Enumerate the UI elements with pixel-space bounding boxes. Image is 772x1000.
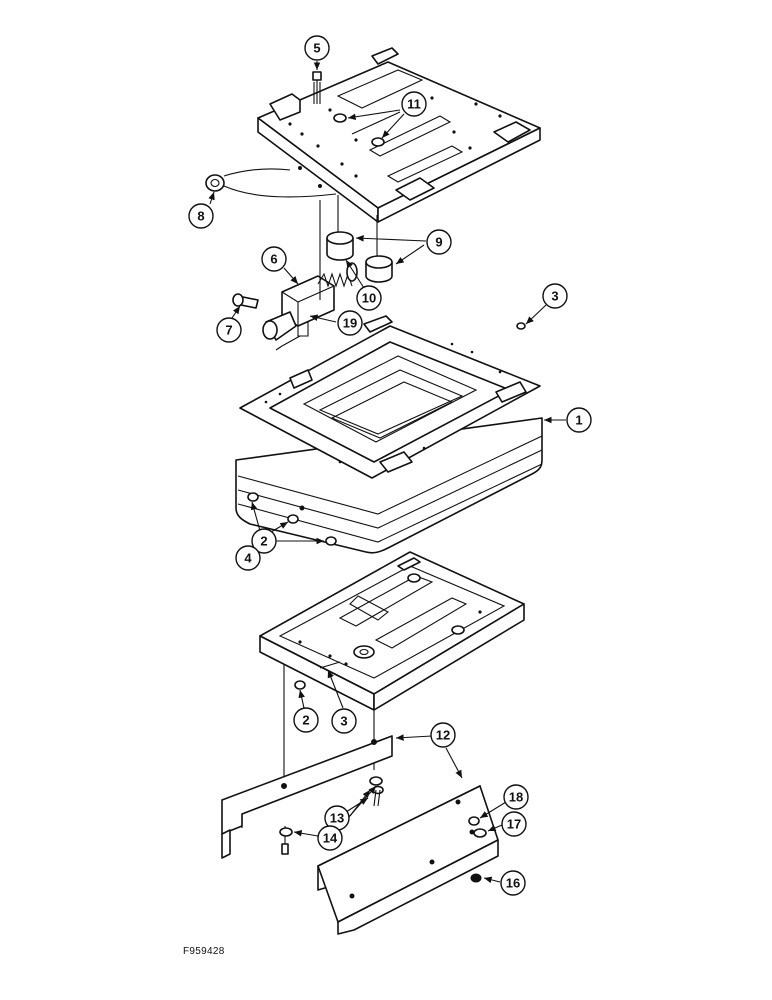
nut-18 (468, 816, 480, 826)
base-frame (259, 551, 525, 711)
callout-13: 13 (324, 805, 350, 831)
svg-text:9: 9 (435, 235, 442, 250)
callout-2-base: 2 (293, 707, 319, 733)
svg-text:8: 8 (197, 209, 204, 224)
callout-2: 2 (251, 528, 277, 554)
callout-19: 19 (337, 310, 363, 336)
svg-text:2: 2 (260, 534, 267, 549)
isolator-9 (326, 231, 393, 283)
svg-text:17: 17 (507, 817, 521, 832)
callout-14: 14 (317, 825, 343, 851)
callout-1: 1 (566, 407, 592, 433)
screw-3-base (319, 661, 341, 669)
adjuster-mechanism-6 (262, 262, 358, 351)
mounting-bracket-12-right (317, 785, 499, 935)
svg-text:5: 5 (313, 41, 320, 56)
screw-3 (516, 322, 526, 330)
callout-12: 12 (430, 722, 456, 748)
washer-14 (279, 776, 383, 837)
svg-text:11: 11 (407, 97, 421, 112)
svg-text:10: 10 (362, 291, 376, 306)
svg-text:13: 13 (330, 811, 344, 826)
washer-17 (473, 828, 487, 838)
callout-17: 17 (501, 811, 527, 837)
callout-18: 18 (503, 784, 529, 810)
svg-text:2: 2 (302, 713, 309, 728)
callout-7: 7 (216, 317, 242, 343)
callout-8: 8 (188, 203, 214, 229)
svg-text:1: 1 (575, 413, 582, 428)
callout-16: 16 (500, 870, 526, 896)
nut-2 (247, 492, 337, 690)
bolt-5 (312, 71, 322, 104)
svg-text:16: 16 (506, 876, 520, 891)
figure-id-label: F959428 (183, 946, 225, 957)
svg-text:7: 7 (225, 323, 232, 338)
top-mounting-plate (257, 47, 541, 223)
callout-3: 3 (542, 283, 568, 309)
callout-6: 6 (261, 246, 287, 272)
svg-text:3: 3 (340, 714, 347, 729)
nut-16 (470, 873, 482, 883)
pin-7 (232, 293, 259, 309)
callout-10: 10 (356, 285, 382, 311)
mounting-bracket-12-left (221, 735, 393, 859)
svg-text:12: 12 (436, 728, 450, 743)
cable-8 (205, 168, 337, 198)
svg-text:3: 3 (551, 289, 558, 304)
callout-9: 9 (426, 229, 452, 255)
callout-3-base: 3 (331, 708, 357, 734)
suspension-bellows-1 (235, 315, 543, 554)
callout-4: 4 (235, 545, 261, 571)
svg-text:18: 18 (509, 790, 523, 805)
leader-lines (208, 61, 566, 884)
nut-11 (333, 113, 385, 147)
svg-text:14: 14 (323, 831, 338, 846)
callout-11: 11 (401, 91, 427, 117)
callout-5: 5 (304, 35, 330, 61)
svg-text:6: 6 (270, 252, 277, 267)
svg-text:19: 19 (343, 316, 357, 331)
svg-text:4: 4 (244, 551, 252, 566)
